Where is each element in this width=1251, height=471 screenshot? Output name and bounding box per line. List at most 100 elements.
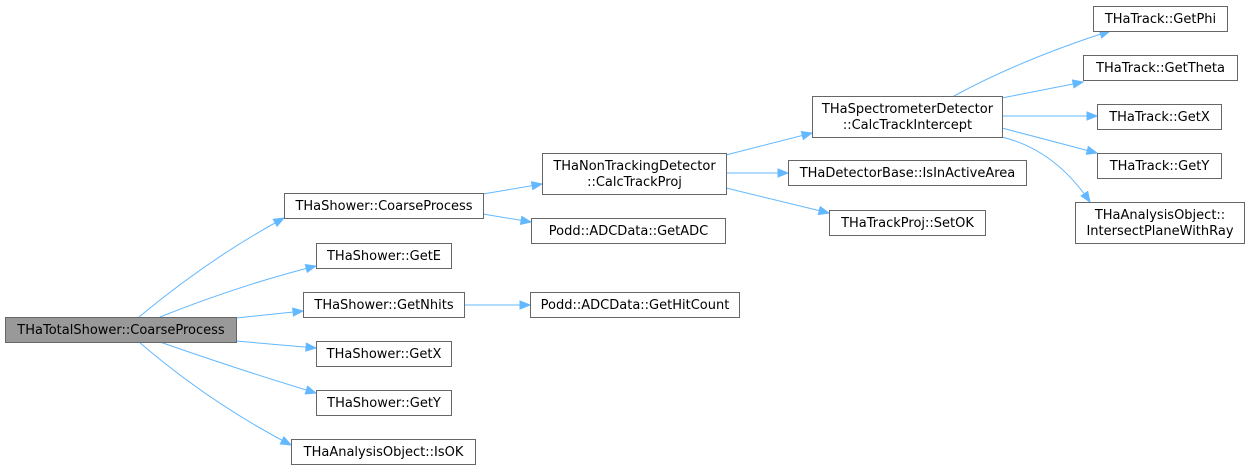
function-node[interactable]: THaShower::GetNhits: [303, 292, 465, 318]
node-box[interactable]: [1075, 202, 1245, 244]
arrowhead-icon: [800, 131, 814, 141]
function-node[interactable]: THaShower::GetX: [316, 341, 452, 367]
edge-line: [159, 265, 317, 318]
edge-n7-to-n12: [725, 187, 831, 216]
edge-n0-to-n6: [138, 341, 293, 446]
node-label: THaAnalysisObject::IsOK: [303, 445, 464, 460]
edge-n7-to-n11: [726, 168, 790, 178]
node-box: [5, 317, 237, 343]
edge-line: [138, 341, 292, 446]
edge-n10-to-n14: [1001, 79, 1085, 99]
node-label: IntersectPlaneWithRay: [1086, 224, 1233, 239]
edge-line: [1001, 136, 1091, 203]
root-function-node: THaTotalShower::CoarseProcess: [5, 317, 237, 343]
edge-n0-to-n3: [235, 307, 305, 319]
function-node[interactable]: THaAnalysisObject::IsOK: [291, 439, 476, 465]
node-box[interactable]: [812, 96, 1003, 138]
edge-n0-to-n5: [159, 341, 318, 395]
function-node[interactable]: THaShower::GetE: [316, 243, 452, 269]
arrowhead-icon: [777, 168, 790, 178]
arrowhead-icon: [304, 263, 318, 274]
edge-n3-to-n9: [464, 300, 532, 310]
function-node[interactable]: THaDetectorBase::IsInActiveArea: [788, 160, 1027, 186]
edge-line: [953, 30, 1111, 97]
function-node[interactable]: THaTrack::GetTheta: [1083, 55, 1238, 81]
node-box[interactable]: [829, 210, 986, 236]
node-label: THaShower::GetX: [326, 347, 442, 362]
node-label: THaTotalShower::CoarseProcess: [16, 323, 225, 338]
node-label: ::CalcTrackProj: [587, 175, 682, 190]
node-box[interactable]: [1097, 104, 1222, 130]
edge-n1-to-n8: [482, 213, 533, 225]
node-box[interactable]: [316, 341, 452, 367]
edge-n0-to-n4: [235, 340, 318, 352]
node-label: THaShower::GetNhits: [313, 298, 453, 313]
function-node[interactable]: Podd::ADCData::GetADC: [531, 218, 726, 244]
node-label: THaTrackProj::SetOK: [840, 216, 974, 231]
node-box[interactable]: [531, 218, 726, 244]
function-node[interactable]: THaAnalysisObject::IntersectPlaneWithRay: [1075, 202, 1245, 244]
edge-n10-to-n17: [1001, 136, 1091, 204]
node-box[interactable]: [1083, 55, 1238, 81]
node-label: THaAnalysisObject::: [1094, 208, 1225, 223]
node-box[interactable]: [530, 292, 740, 318]
arrowhead-icon: [304, 385, 318, 395]
arrowhead-icon: [1085, 145, 1099, 155]
arrowhead-icon: [530, 181, 544, 191]
node-box[interactable]: [284, 193, 484, 219]
edge-n7-to-n10: [725, 131, 814, 156]
edge-line: [725, 187, 830, 214]
edge-line: [235, 310, 304, 319]
node-label: THaShower::CoarseProcess: [294, 199, 472, 214]
node-label: THaDetectorBase::IsInActiveArea: [799, 166, 1016, 181]
node-box[interactable]: [303, 292, 465, 318]
node-label: THaTrack::GetTheta: [1095, 61, 1225, 76]
edge-n10-to-n16: [1001, 127, 1099, 155]
node-box[interactable]: [316, 243, 452, 269]
node-label: THaTrack::GetPhi: [1104, 12, 1216, 27]
function-node[interactable]: Podd::ADCData::GetHitCount: [530, 292, 740, 318]
arrowhead-icon: [305, 342, 318, 352]
arrowhead-icon: [519, 215, 533, 225]
edges-layer: [138, 29, 1112, 446]
function-node[interactable]: THaTrack::GetPhi: [1093, 6, 1228, 32]
node-box[interactable]: [542, 153, 727, 195]
node-box[interactable]: [291, 439, 476, 465]
arrowhead-icon: [272, 217, 286, 228]
arrowhead-icon: [519, 300, 532, 310]
edge-line: [1001, 81, 1084, 99]
function-node[interactable]: THaTrack::GetX: [1097, 104, 1222, 130]
node-label: THaShower::GetY: [326, 396, 441, 411]
function-node[interactable]: THaShower::CoarseProcess: [284, 193, 484, 219]
arrowhead-icon: [1071, 79, 1085, 89]
function-node[interactable]: THaTrackProj::SetOK: [829, 210, 986, 236]
edge-n10-to-n15: [1002, 111, 1099, 121]
function-node[interactable]: THaTrack::GetY: [1097, 153, 1222, 179]
node-label: ::CalcTrackIntercept: [843, 118, 972, 133]
edge-line: [725, 132, 813, 156]
edge-n0-to-n1: [138, 217, 286, 318]
node-label: Podd::ADCData::GetADC: [549, 224, 709, 239]
node-label: THaTrack::GetY: [1109, 159, 1210, 174]
function-node[interactable]: THaSpectrometerDetector::CalcTrackInterc…: [812, 96, 1003, 138]
edge-line: [1001, 127, 1098, 154]
function-node[interactable]: THaNonTrackingDetector::CalcTrackProj: [542, 153, 727, 195]
node-label: THaTrack::GetX: [1108, 110, 1210, 125]
arrowhead-icon: [1080, 190, 1091, 204]
arrowhead-icon: [1086, 111, 1099, 121]
node-box[interactable]: [1097, 153, 1222, 179]
arrowhead-icon: [292, 307, 305, 317]
edge-n1-to-n7: [482, 181, 544, 195]
edge-line: [138, 217, 285, 318]
node-label: Podd::ADCData::GetHitCount: [541, 298, 730, 313]
node-label: THaShower::GetE: [326, 249, 441, 264]
node-box[interactable]: [316, 390, 452, 416]
node-box[interactable]: [1093, 6, 1228, 32]
nodes-layer: THaTotalShower::CoarseProcessTHaShower::…: [5, 6, 1245, 465]
node-label: THaNonTrackingDetector: [552, 159, 716, 174]
node-box[interactable]: [788, 160, 1027, 186]
node-label: THaSpectrometerDetector: [821, 102, 994, 117]
function-node[interactable]: THaShower::GetY: [316, 390, 452, 416]
edge-line: [235, 340, 317, 349]
